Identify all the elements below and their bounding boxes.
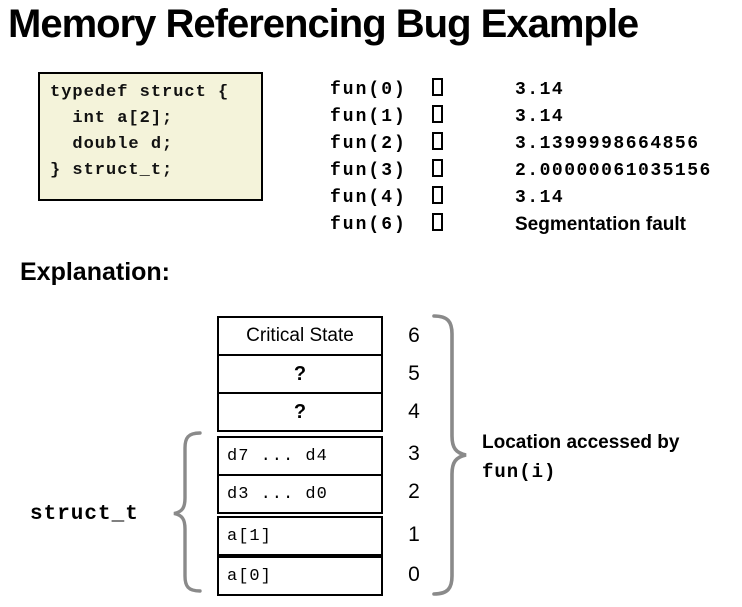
arrow-missing-glyph-icon (432, 132, 443, 150)
arrow-missing-glyph-icon (432, 159, 443, 177)
memory-cell-label: ? (293, 400, 307, 423)
fun-result-value: Segmentation fault (515, 213, 687, 235)
memory-box-top: Critical State ? ? (217, 316, 383, 432)
memory-box-double-d: d7 ... d4 d3 ... d0 (217, 436, 383, 514)
fun-result-value: 3.14 (515, 79, 565, 100)
fun-result-value: 2.00000061035156 (515, 160, 712, 181)
memory-cell-label: d3 ... d0 (227, 484, 328, 504)
fun-output-row: fun(2) 3.1399998664856 (330, 130, 730, 157)
fun-output-row: fun(6) Segmentation fault (330, 211, 730, 238)
memory-row-critical-state: Critical State (219, 318, 381, 354)
address-3: 3 (408, 442, 420, 465)
fun-call-label: fun(6) (330, 214, 407, 235)
left-curly-brace (173, 431, 202, 593)
code-line: typedef struct { (50, 83, 230, 102)
right-curly-brace (432, 314, 467, 596)
arrow-missing-glyph-icon (432, 213, 443, 231)
address-0: 0 (408, 563, 420, 586)
memory-cell-label: d7 ... d4 (227, 446, 328, 466)
fun-call-label: fun(4) (330, 187, 407, 208)
code-line: } struct_t; (50, 161, 174, 180)
memory-row-d3-d0: d3 ... d0 (219, 474, 381, 512)
memory-row-unknown-4: ? (219, 392, 381, 430)
location-accessed-label: Location accessed by (482, 432, 680, 453)
fun-output-list: fun(0) 3.14 fun(1) 3.14 fun(2) 3.1399998… (330, 76, 730, 238)
struct-t-label: struct_t (30, 503, 139, 526)
memory-box-a0: a[0] (217, 556, 383, 596)
fun-result-value: 3.1399998664856 (515, 133, 700, 154)
address-1: 1 (408, 523, 420, 546)
fun-output-row: fun(4) 3.14 (330, 184, 730, 211)
address-4: 4 (408, 400, 420, 423)
memory-row-a0: a[0] (219, 558, 381, 594)
arrow-missing-glyph-icon (432, 78, 443, 96)
memory-row-a1: a[1] (219, 518, 381, 554)
memory-row-unknown-5: ? (219, 354, 381, 392)
slide-title: Memory Referencing Bug Example (8, 2, 639, 46)
arrow-missing-glyph-icon (432, 186, 443, 204)
memory-cell-label: a[0] (227, 566, 272, 586)
fun-call-label: fun(0) (330, 79, 407, 100)
code-line: int a[2]; (50, 109, 174, 128)
address-5: 5 (408, 362, 420, 385)
struct-code-box: typedef struct { int a[2]; double d; } s… (38, 72, 263, 201)
memory-row-d7-d4: d7 ... d4 (219, 438, 381, 474)
fun-result-value: 3.14 (515, 187, 565, 208)
fun-output-row: fun(1) 3.14 (330, 103, 730, 130)
fun-output-row: fun(3) 2.00000061035156 (330, 157, 730, 184)
fun-call-label: fun(2) (330, 133, 407, 154)
memory-box-a1: a[1] (217, 516, 383, 556)
memory-cell-label: ? (293, 362, 307, 385)
fun-output-row: fun(0) 3.14 (330, 76, 730, 103)
fun-call-label: fun(3) (330, 160, 407, 181)
fun-result-value: 3.14 (515, 106, 565, 127)
code-line: double d; (50, 135, 174, 154)
arrow-missing-glyph-icon (432, 105, 443, 123)
address-2: 2 (408, 480, 420, 503)
fun-call-label: fun(1) (330, 106, 407, 127)
explanation-heading: Explanation: (20, 258, 171, 286)
memory-cell-label: Critical State (246, 325, 354, 346)
memory-cell-label: a[1] (227, 526, 272, 546)
fun-i-label: fun(i) (482, 461, 557, 483)
address-6: 6 (408, 324, 420, 347)
